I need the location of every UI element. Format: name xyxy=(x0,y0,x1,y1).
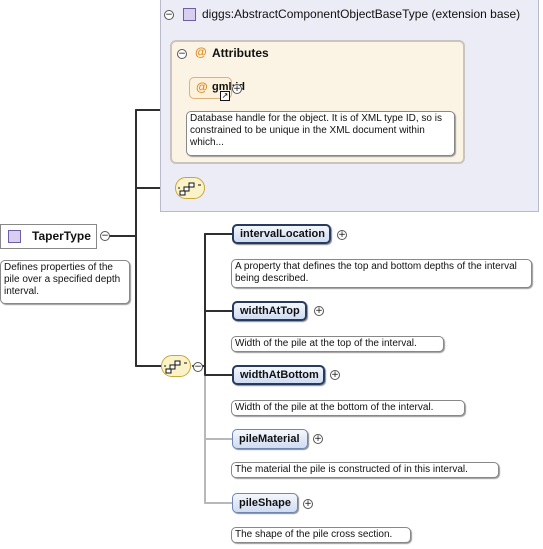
element-widthAtTop[interactable]: widthAtTop xyxy=(232,301,307,321)
expand-intervalLocation-icon[interactable]: + xyxy=(337,230,347,240)
pileMaterial-description: The material the pile is constructed of … xyxy=(231,462,499,478)
link-arrow-icon: ↗ xyxy=(220,91,230,101)
expand-widthAtTop-icon[interactable]: + xyxy=(314,306,324,316)
pileShape-description: The shape of the pile cross section. xyxy=(231,527,411,543)
widthAtTop-description: Width of the pile at the top of the inte… xyxy=(231,336,444,352)
attribute-at-icon: @ xyxy=(196,80,208,94)
attribute-description: Database handle for the object. It is of… xyxy=(186,111,455,156)
expand-attribute-icon[interactable]: + xyxy=(232,84,242,94)
element-pileMaterial[interactable]: pileMaterial xyxy=(232,429,308,449)
sequence-icon xyxy=(178,182,201,196)
root-type-name: TaperType xyxy=(32,229,91,243)
type-icon xyxy=(183,8,196,21)
expand-widthAtBottom-icon[interactable]: + xyxy=(330,370,340,380)
collapse-attributes-icon[interactable]: − xyxy=(177,49,187,59)
attributes-at-icon: @ xyxy=(195,45,207,59)
type-icon xyxy=(8,230,21,243)
expand-pileShape-icon[interactable]: + xyxy=(303,499,313,509)
intervalLocation-description: A property that defines the top and bott… xyxy=(231,259,532,288)
extension-sequence-compositor[interactable] xyxy=(175,177,205,199)
main-sequence-compositor[interactable] xyxy=(161,355,191,377)
root-type-description: Defines properties of the pile over a sp… xyxy=(0,260,130,304)
element-pileShape[interactable]: pileShape xyxy=(232,493,298,513)
expand-pileMaterial-icon[interactable]: + xyxy=(313,434,323,444)
collapse-sequence-icon[interactable]: − xyxy=(193,362,203,372)
collapse-root-icon[interactable]: − xyxy=(100,231,110,241)
collapse-extension-icon[interactable]: − xyxy=(164,10,174,20)
element-intervalLocation[interactable]: intervalLocation xyxy=(232,224,331,244)
widthAtBottom-description: Width of the pile at the bottom of the i… xyxy=(231,400,465,416)
attributes-title: Attributes xyxy=(212,46,269,60)
sequence-icon xyxy=(164,360,187,374)
extension-base-title: diggs:AbstractComponentObjectBaseType (e… xyxy=(202,7,521,21)
element-widthAtBottom[interactable]: widthAtBottom xyxy=(232,365,325,385)
